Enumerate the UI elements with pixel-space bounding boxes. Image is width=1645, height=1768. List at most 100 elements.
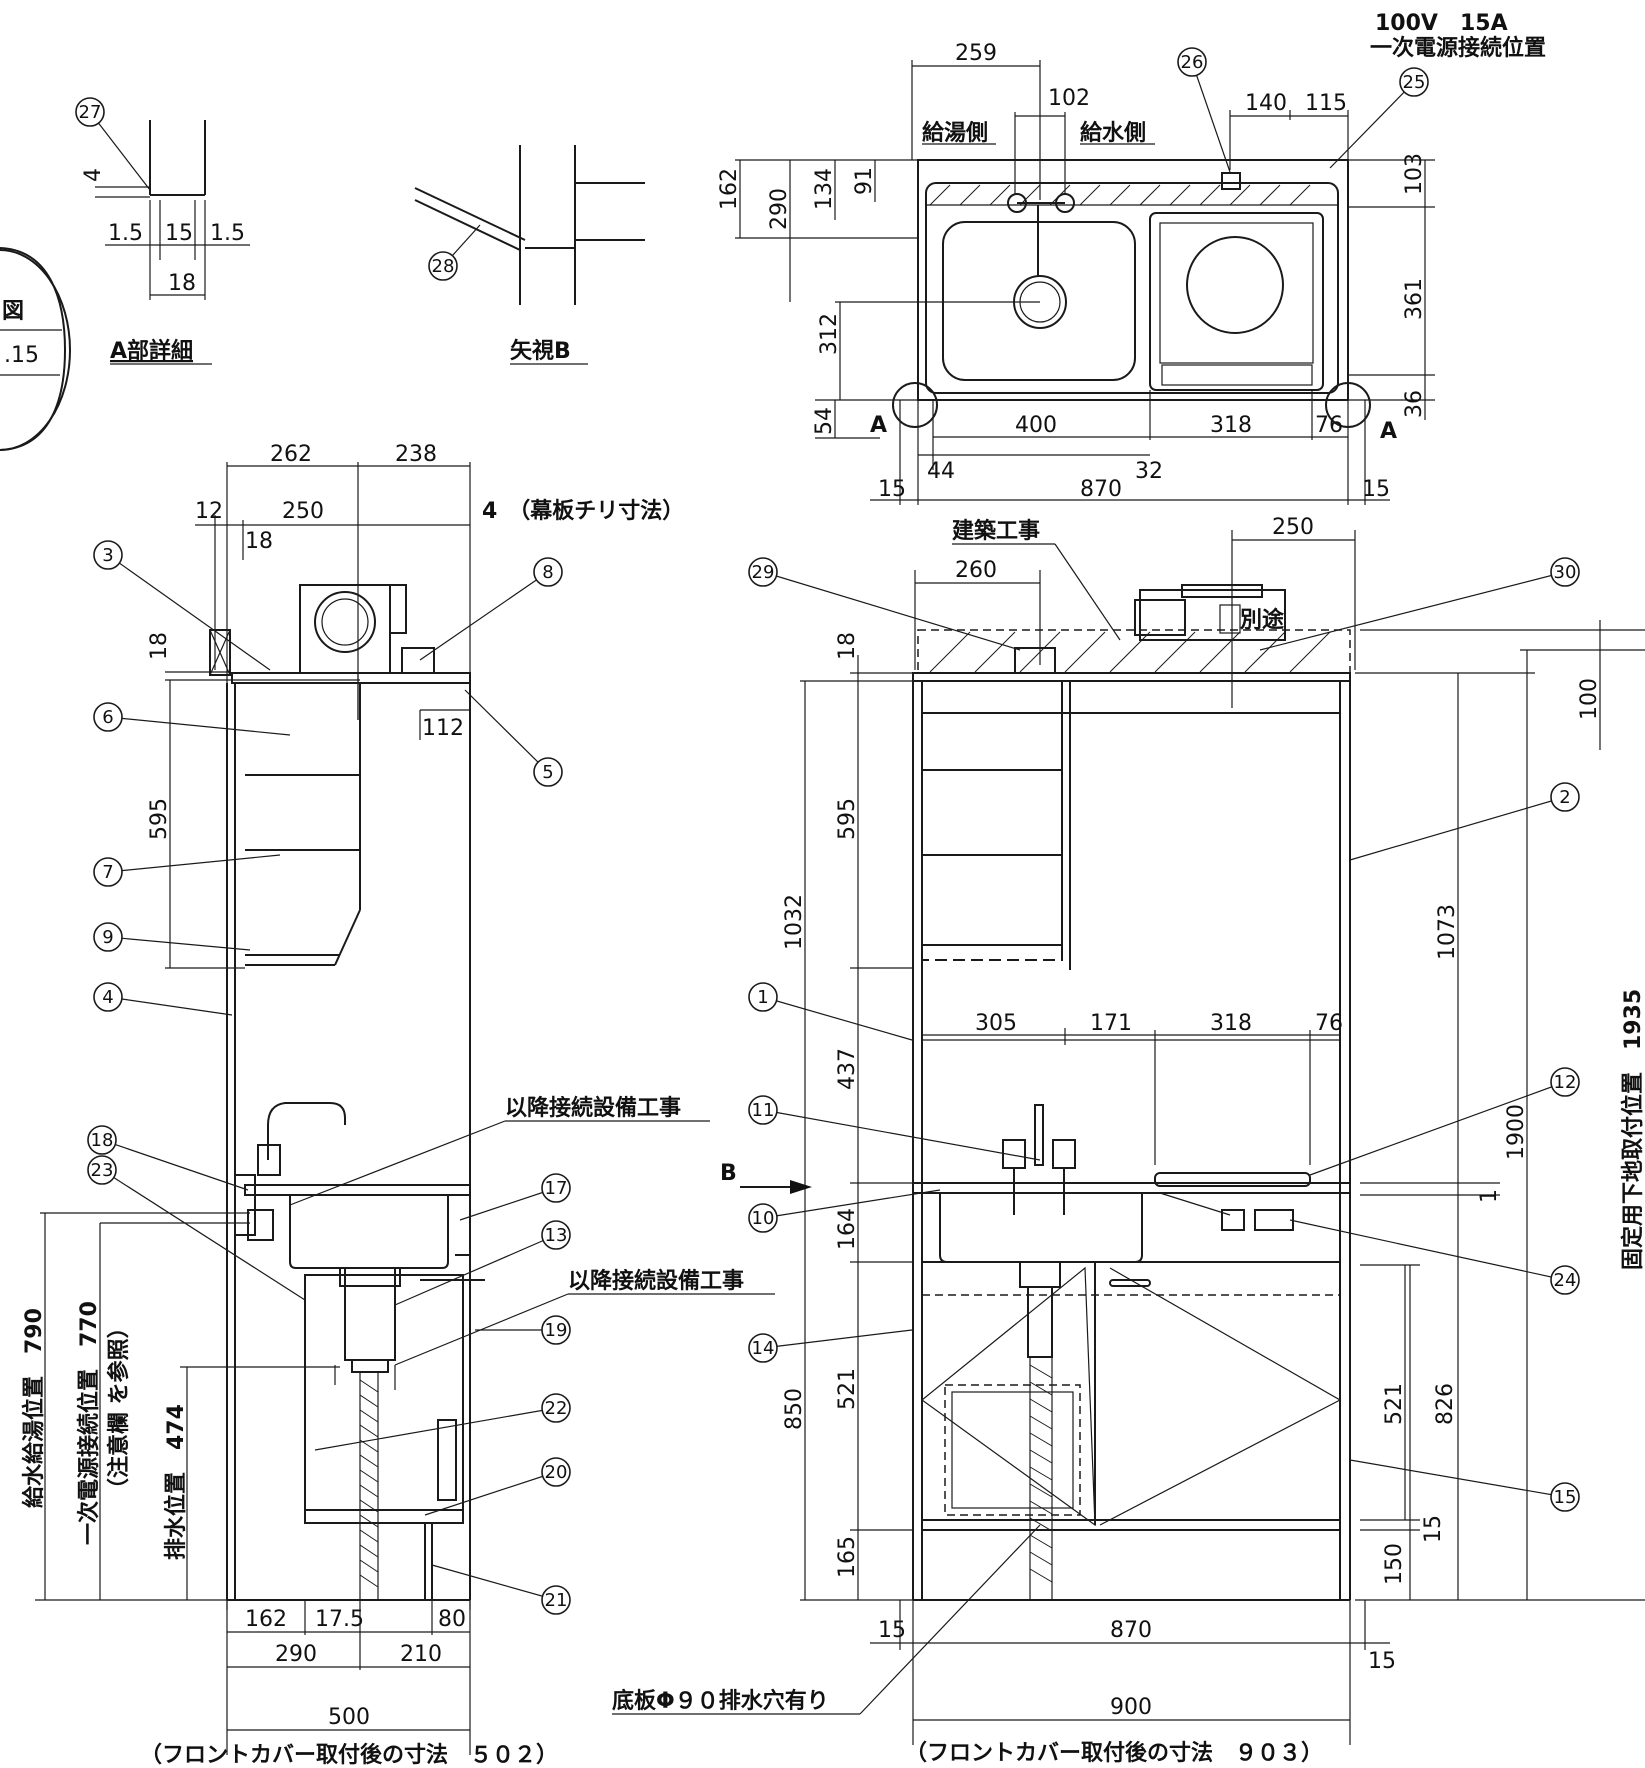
marker-circle [541,1585,571,1615]
marker-leader [394,1234,557,1306]
marker-30: 30 [1259,557,1580,651]
dim-1073: 1073 [1435,904,1460,960]
marker-leader [1191,61,1231,173]
mark-a-right: A [1380,419,1397,444]
power-rating: 100V 15A [1375,11,1508,36]
badge-text-2: .15 [4,343,39,368]
dim-290: 290 [767,188,792,230]
marker-leader [464,689,549,773]
marker-leader [762,1189,941,1219]
construction-label: 建築工事 [952,518,1040,544]
marker-number: 7 [102,862,113,883]
marker-leader [762,1109,1041,1161]
dim-361: 361 [1402,278,1427,320]
power-connection-note: （注意欄 を参照） [106,1316,132,1500]
dim-17p5: 17.5 [315,1607,364,1632]
marker-number: 8 [542,562,553,583]
marker-leader [1309,1081,1566,1176]
dim-305: 305 [975,1011,1017,1036]
dim-595-front: 595 [835,798,860,840]
marker-number: 28 [432,256,455,277]
connection-work-label-2: 以降接続設備工事 [568,1268,744,1294]
marker-circle [748,1095,778,1125]
dim-36: 36 [1402,390,1427,418]
fixing-base-label: 固定用下地取付位置 1935 [1620,989,1645,1270]
marker-circle [541,1315,571,1345]
marker-leader [1349,1459,1566,1498]
marker-leader [89,111,151,191]
marker-number: 18 [91,1130,114,1151]
dim-91: 91 [852,167,877,195]
dim-76-front: 76 [1315,1011,1343,1036]
marker-circle [75,97,105,127]
marker-15: 15 [1349,1459,1580,1512]
marker-5: 5 [464,689,563,787]
dim-102: 102 [1048,86,1090,111]
front-caption: （フロントカバー取付後の寸法 ９０３） [905,1740,1323,1766]
marker-circle [541,1220,571,1250]
marker-10: 10 [748,1189,941,1233]
dim-15-left: 15 [878,477,906,502]
connection-work-label-1: 以降接続設備工事 [505,1095,681,1121]
dim-a-4: 4 [81,168,106,182]
left-badge: 図 .15 [0,247,71,451]
power-label: 一次電源接続位置 [1370,35,1546,61]
marker-number: 29 [752,562,775,583]
power-connection-height: 一次電源接続位置 770 [76,1301,102,1545]
marker-number: 21 [545,1590,568,1611]
marker-number: 20 [545,1462,568,1483]
dim-115: 115 [1305,91,1347,116]
dim-437: 437 [835,1048,860,1090]
marker-leader [762,571,1021,651]
marker-number: 10 [752,1208,775,1229]
markers: 1234567891011121314151718192021222324252… [75,47,1580,1615]
side-caption: （フロントカバー取付後の寸法 ５０２） [140,1742,558,1768]
dim-112: 112 [422,716,464,741]
cold-side-label: 給水側 [1080,120,1146,146]
marker-circle [87,1125,117,1155]
marker-26: 26 [1177,47,1231,173]
marker-number: 25 [1403,72,1426,93]
marker-circle [1550,1482,1580,1512]
dim-18b: 18 [147,632,172,660]
drain-hole-label: 底板Φ９０排水穴有り [612,1688,829,1714]
marker-circle [87,1155,117,1185]
dim-260: 260 [955,558,997,583]
dim-1: 1 [1477,1189,1502,1203]
marker-number: 9 [102,927,113,948]
marker-circle [1550,782,1580,812]
dim-15-right: 15 [1362,477,1390,502]
top-view: A A 259 102 給湯側 給水側 140 115 162 290 134 … [717,41,1435,505]
marker-leader [431,1564,557,1601]
marker-leader [762,1329,913,1349]
marker-number: 14 [752,1338,775,1359]
marker-8: 8 [419,557,563,661]
marker-circle [93,922,123,952]
marker-leader [314,1407,557,1451]
marker-6: 6 [93,702,291,736]
marker-leader [459,1187,557,1221]
dim-400: 400 [1015,413,1057,438]
dim-54: 54 [812,407,837,435]
dim-250: 250 [282,499,324,524]
dim-521-left: 521 [835,1368,860,1410]
marker-4: 4 [93,982,233,1016]
dim-32: 32 [1135,459,1163,484]
marker-29: 29 [748,557,1021,651]
hot-side-label: 給湯側 [922,120,988,146]
dim-870: 870 [1080,477,1122,502]
view-b-title: 矢視B [510,338,571,364]
marker-number: 6 [102,707,113,728]
marker-number: 26 [1181,52,1204,73]
dim-150: 150 [1382,1543,1407,1585]
marker-27: 27 [75,97,151,191]
dim-521-right: 521 [1382,1383,1407,1425]
dim-15-vert: 15 [1421,1515,1446,1543]
mark-a-left: A [870,413,887,438]
marker-23: 23 [87,1155,306,1301]
dim-162-side: 162 [245,1607,287,1632]
dim-44: 44 [927,459,955,484]
marker-circle [533,757,563,787]
marker-leader [762,996,913,1041]
marker-circle [93,857,123,887]
